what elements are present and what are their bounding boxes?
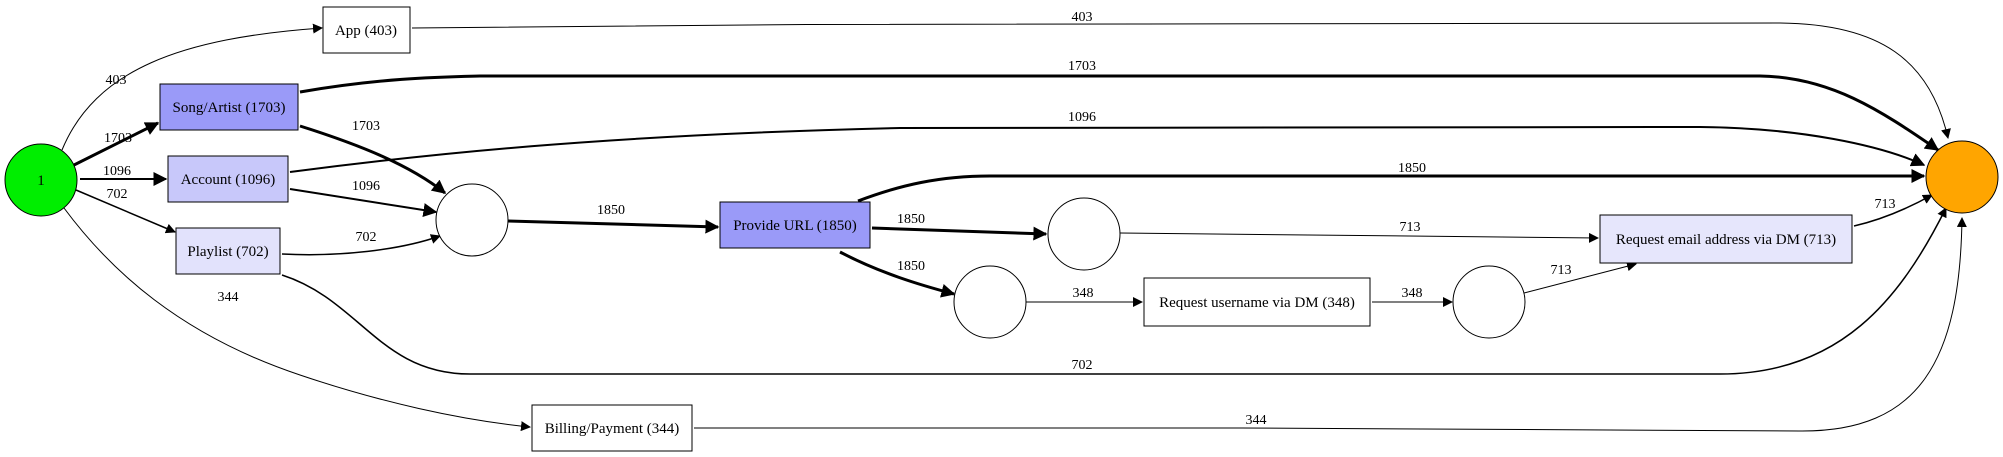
label-username-j4: 348 (1402, 286, 1423, 301)
edge-j2-email (1119, 232, 1599, 243)
label-playlist-end: 702 (1072, 358, 1093, 373)
edge-labels: 403 1703 1096 702 344 403 1703 1703 1096… (103, 10, 1896, 428)
label-start-playlist: 702 (107, 187, 128, 202)
start-label: 1 (37, 173, 45, 189)
label-account-end: 1096 (1068, 110, 1096, 125)
url-label: Provide URL (1850) (733, 218, 857, 234)
label-j1-url: 1850 (597, 203, 625, 218)
billing-box (531, 404, 693, 452)
end-circle (1925, 140, 1999, 214)
account-box (167, 155, 289, 203)
node-request-username[interactable]: Request username via DM (348) (1143, 277, 1371, 327)
node-account[interactable]: Account (1096) (167, 155, 289, 203)
label-song-end: 1703 (1068, 59, 1096, 74)
label-billing-end: 344 (1246, 413, 1267, 428)
edge-start-playlist (75, 189, 176, 234)
app-label: App (403) (335, 23, 397, 39)
edge-playlist-j1 (281, 234, 441, 256)
label-url-end: 1850 (1398, 161, 1426, 176)
username-label: Request username via DM (348) (1159, 295, 1355, 311)
edge-j1-url (507, 219, 720, 234)
edge-song-j1 (299, 124, 447, 195)
label-j4-email: 713 (1551, 263, 1572, 278)
start-circle (4, 143, 78, 217)
playlist-box (175, 227, 281, 275)
edge-start-app (61, 23, 323, 151)
edge-app-end (411, 22, 1951, 139)
label-j2-email: 713 (1400, 220, 1421, 235)
playlist-label: Playlist (702) (187, 244, 268, 260)
label-url-j2: 1850 (897, 212, 925, 227)
node-app[interactable]: App (403) (322, 6, 411, 54)
url-box (719, 201, 871, 249)
account-label: Account (1096) (181, 172, 276, 188)
email-box (1599, 214, 1853, 264)
label-url-j3: 1850 (897, 259, 925, 274)
label-start-song: 1703 (104, 131, 132, 146)
label-song-j1: 1703 (352, 119, 380, 134)
label-email-end: 713 (1875, 197, 1896, 212)
edge-playlist-end (281, 207, 1947, 375)
junction-3[interactable] (953, 265, 1027, 339)
label-app-end: 403 (1072, 10, 1093, 25)
node-start[interactable]: 1 (4, 143, 78, 217)
edge-url-j2 (871, 226, 1048, 241)
song-box (159, 83, 299, 131)
junction-2[interactable] (1047, 197, 1121, 271)
node-playlist[interactable]: Playlist (702) (175, 227, 281, 275)
email-label: Request email address via DM (713) (1616, 232, 1836, 248)
edge-account-end (289, 125, 1926, 173)
edge-email-end (1853, 194, 1933, 227)
edge-account-j1 (289, 188, 438, 217)
node-provide-url[interactable]: Provide URL (1850) (719, 201, 871, 249)
label-playlist-j1: 702 (356, 230, 377, 245)
label-start-billing: 344 (218, 290, 239, 305)
username-box (1143, 277, 1371, 327)
edge-start-billing (63, 207, 531, 432)
edge-url-j3 (839, 250, 956, 298)
label-j3-username: 348 (1073, 286, 1094, 301)
edge-song-end (299, 74, 1940, 152)
junction-4[interactable] (1452, 265, 1526, 339)
edge-billing-end (693, 217, 1967, 432)
nodes: 1 App (403) Song/Artist (1703) Account (… (4, 6, 1999, 452)
billing-label: Billing/Payment (344) (545, 421, 680, 437)
node-end[interactable] (1925, 140, 1999, 214)
edge-url-end (857, 169, 1926, 203)
label-start-account: 1096 (103, 164, 131, 179)
edge-start-song (73, 121, 160, 167)
label-account-j1: 1096 (352, 179, 380, 194)
song-label: Song/Artist (1703) (173, 100, 286, 116)
node-song-artist[interactable]: Song/Artist (1703) (159, 83, 299, 131)
node-billing-payment[interactable]: Billing/Payment (344) (531, 404, 693, 452)
edge-j4-email (1523, 261, 1637, 294)
junction-1[interactable] (435, 183, 509, 257)
label-start-app: 403 (106, 73, 127, 88)
node-request-email[interactable]: Request email address via DM (713) (1599, 214, 1853, 264)
app-box (322, 6, 411, 54)
